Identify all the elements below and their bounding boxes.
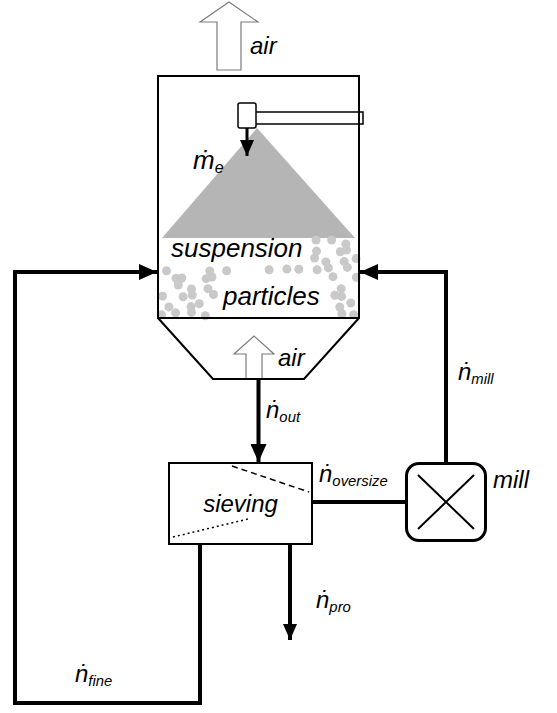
symbol: ṅ [266,396,279,423]
mill-box: mill [405,462,487,542]
particle [162,266,171,275]
mill-label: mill [493,468,529,492]
mill-outline [405,462,487,542]
particle-dots [157,236,361,321]
particle [222,266,231,275]
air-arrow [200,2,258,70]
subscript: out [279,409,300,425]
product-flow-label: ṅpro [316,588,351,615]
air-arrow [234,336,274,379]
particle [209,290,218,299]
particle [265,265,274,274]
particle [171,308,180,317]
vessel-outline [157,75,360,380]
product-arrow [288,545,292,640]
particle [207,273,216,282]
particle [188,290,197,299]
symbol: ṅ [458,358,471,385]
subscript: pro [329,599,351,615]
particle [282,265,291,274]
air-label: air [250,34,277,58]
fines-return-arrow [15,272,200,703]
particle [174,281,183,290]
particle [187,308,196,317]
nozzle [238,103,256,128]
zone-label: suspension [171,235,303,261]
particle [324,263,333,272]
particle [313,265,322,274]
subscript: e [215,158,224,176]
sieve-label: sieving [203,492,278,516]
subscript: oversize [332,473,387,489]
vessel-wall [158,76,359,379]
particle [158,292,167,301]
subscript: mill [471,371,493,387]
symbol: ṅ [75,660,88,687]
particle [328,272,337,281]
air-label: air [278,346,305,370]
particle [337,292,346,301]
sieving-box: sieving [168,462,313,545]
particle [310,254,319,263]
particle [179,292,188,301]
mill-cross [408,465,484,539]
mill-return-arrow [360,272,446,462]
particle [327,236,336,245]
symbol: ṅ [316,586,329,613]
mass-flow-label: ṁe [193,147,224,175]
symbol: ṁ [193,145,215,175]
spray-cone [162,128,355,238]
spray-arrow [246,128,249,156]
nozzle-pipe [256,112,363,124]
particle [342,245,351,254]
flow-label: ṅfine [75,662,112,689]
fluidized-bed-vessel: ṁe suspension particles [157,75,360,380]
oversize-line [313,500,405,504]
subscript: fine [88,673,112,689]
zone-label: particles [223,283,320,309]
flow-label: ṅmill [458,360,494,387]
particle [195,299,204,308]
particle [343,263,352,272]
outflow-arrow [257,380,261,462]
coarse-mesh [232,466,309,492]
particle [337,309,346,318]
flow-label: ṅout [266,398,300,425]
particle [294,265,303,274]
flow-label: ṅoversize [319,462,388,489]
fine-mesh [173,519,248,537]
particle [346,299,355,308]
symbol: ṅ [319,460,332,487]
particle [312,236,321,245]
